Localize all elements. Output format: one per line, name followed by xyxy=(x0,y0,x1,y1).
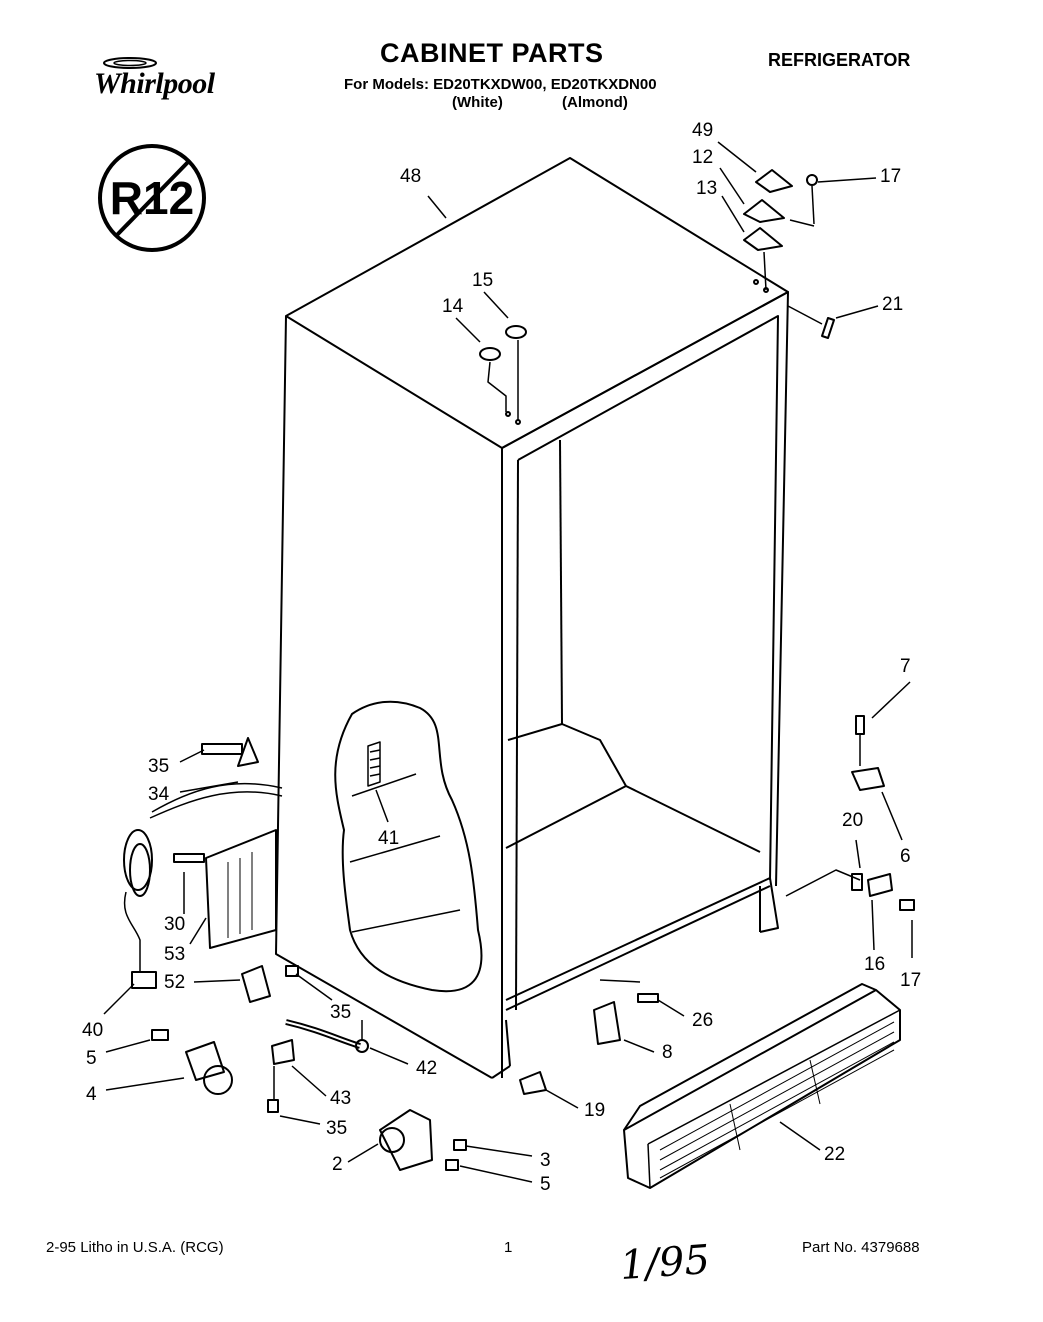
callout-48: 48 xyxy=(400,166,421,187)
callout-42: 42 xyxy=(416,1058,437,1079)
callout-17-bottom: 17 xyxy=(900,970,921,991)
footer-print-info: 2-95 Litho in U.S.A. (RCG) xyxy=(46,1239,224,1256)
callout-34: 34 xyxy=(148,784,170,805)
bottom-parts xyxy=(379,993,659,1171)
callout-15: 15 xyxy=(472,270,493,291)
callout-17-top: 17 xyxy=(880,166,901,187)
logo-swoosh-icon xyxy=(103,57,157,69)
callout-4: 4 xyxy=(86,1084,97,1105)
callout-16: 16 xyxy=(864,954,885,975)
callout-52: 52 xyxy=(164,972,185,993)
callout-26: 26 xyxy=(692,1010,713,1031)
callout-13: 13 xyxy=(696,178,717,199)
callout-21: 21 xyxy=(882,294,903,315)
footer-page-number: 1 xyxy=(504,1239,513,1256)
callout-5-left: 5 xyxy=(86,1048,97,1069)
callout-3: 3 xyxy=(540,1150,551,1171)
left-side-parts xyxy=(123,737,369,1113)
right-side-parts xyxy=(851,715,915,911)
cabinet-shell xyxy=(275,157,861,1079)
callout-5-bottom: 5 xyxy=(540,1174,551,1195)
callout-leaders xyxy=(103,141,913,1183)
top-hinge-parts xyxy=(479,169,835,425)
cabinet-cutaway xyxy=(334,700,483,993)
callout-30: 30 xyxy=(164,914,185,935)
callout-14: 14 xyxy=(442,296,464,317)
callout-labels: 49 12 17 13 48 15 14 21 7 6 20 16 17 35 … xyxy=(82,120,921,1195)
callout-53: 53 xyxy=(164,944,185,965)
no-r12-badge: R12 xyxy=(98,144,206,252)
callout-40: 40 xyxy=(82,1020,103,1041)
callout-6: 6 xyxy=(900,846,911,867)
category-label: REFRIGERATOR xyxy=(768,50,911,70)
callout-49: 49 xyxy=(692,120,713,141)
handwritten-date: 1/95 xyxy=(618,1236,712,1290)
brand-name: Whirlpool xyxy=(94,67,215,100)
badge-text: R12 xyxy=(110,172,194,224)
callout-12: 12 xyxy=(692,147,713,168)
callout-35-middle: 35 xyxy=(330,1002,351,1023)
footer-part-number: Part No. 4379688 xyxy=(802,1239,920,1256)
models-line: For Models: ED20TKXDW00, ED20TKXDN00 xyxy=(344,76,657,93)
callout-41: 41 xyxy=(378,828,399,849)
callout-8: 8 xyxy=(662,1042,673,1063)
callout-22: 22 xyxy=(824,1144,845,1165)
callout-19: 19 xyxy=(584,1100,605,1121)
page-title: CABINET PARTS xyxy=(380,38,604,68)
callout-20: 20 xyxy=(842,810,863,831)
callout-2: 2 xyxy=(332,1154,343,1175)
callout-35-bottom: 35 xyxy=(326,1118,347,1139)
callout-7: 7 xyxy=(900,656,911,677)
callout-43: 43 xyxy=(330,1088,351,1109)
color-almond-label: (Almond) xyxy=(562,94,628,111)
callout-35-top: 35 xyxy=(148,756,169,777)
color-white-label: (White) xyxy=(452,94,503,111)
brand-logo: Whirlpool xyxy=(78,55,238,105)
grille xyxy=(623,983,901,1189)
